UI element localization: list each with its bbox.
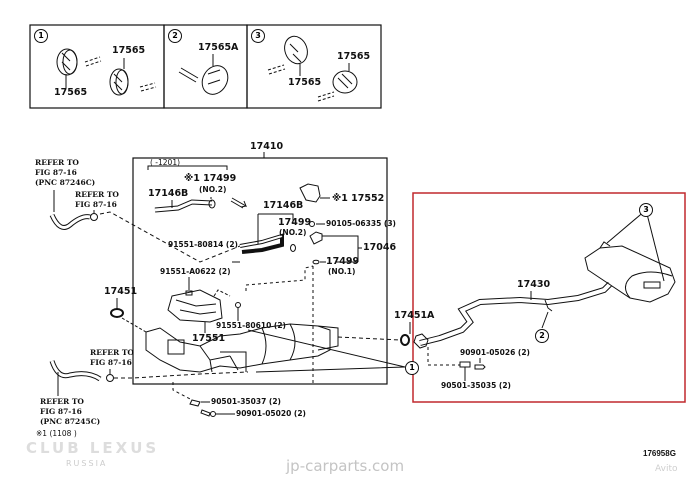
assembly-17410-frame (132, 157, 388, 385)
callout-3[interactable]: 3 (639, 203, 653, 217)
refer-note-line: (PNC 87246C) (35, 178, 96, 187)
part-label-17451[interactable]: 17451 (104, 286, 138, 297)
part-label-91551-80814[interactable]: 91551-80814 (2) (168, 240, 238, 249)
refer-note-line: FIG 87-16 (75, 200, 117, 209)
part-label-90901-05026[interactable]: 90901-05026 (2) (460, 348, 530, 357)
part-label-17146b[interactable]: 17146B (148, 188, 189, 199)
watermark-avito: Avito (655, 464, 678, 474)
heat-shield-icon (167, 289, 223, 323)
inset-panel-2-callout: 2 (168, 29, 182, 43)
refer-note-line: FIG 87-16 (35, 168, 77, 177)
part-note-no2: (NO.2) (199, 185, 227, 194)
refer-note-line: REFER TO (75, 190, 119, 199)
part-label-91551-a0622[interactable]: 91551-A0622 (2) (160, 267, 231, 276)
part-note-no1: (NO.1) (328, 267, 356, 276)
part-label-90501-35035[interactable]: 90501-35035 (2) (441, 381, 511, 390)
inset-panel-3-frame (246, 24, 382, 109)
hanger-icon (178, 54, 229, 95)
inset-panel-1-frame (29, 24, 165, 109)
part-label-17499-no1[interactable]: 17499 (326, 256, 360, 267)
part-label-91551-80610[interactable]: 91551-80610 (2) (216, 321, 286, 330)
part-label-17565a[interactable]: 17565A (198, 42, 239, 53)
part-label-90105-06335[interactable]: 90105-06335 (3) (326, 219, 396, 228)
part-label-90501-35037[interactable]: 90501-35037 (2) (211, 397, 281, 406)
part-label-17565[interactable]: 17565 (112, 45, 146, 56)
part-label-17430[interactable]: 17430 (517, 279, 551, 290)
refer-note-line: REFER TO (35, 158, 79, 167)
hanger-icon (267, 35, 308, 76)
part-label-17146b[interactable]: 17146B (263, 200, 304, 211)
part-label-17499-no2[interactable]: ※1 17499 (184, 173, 237, 184)
part-label-90901-05020[interactable]: 90901-05020 (2) (236, 409, 306, 418)
part-label-17565[interactable]: 17565 (288, 77, 322, 88)
refer-note-line: REFER TO (90, 348, 134, 357)
inset-panel-3-callout: 3 (251, 29, 265, 43)
figure-code: 176958G (643, 449, 676, 458)
hanger-icon (317, 63, 358, 102)
date-range-label: ( -1201) (150, 158, 181, 167)
callout-1[interactable]: 1 (405, 361, 419, 375)
part-note-no2: (NO.2) (279, 228, 307, 237)
highlight-frame-17430 (412, 192, 686, 403)
refer-note-fig-87-16[interactable]: REFER TO FIG 87-16 (75, 190, 119, 210)
refer-note-line: FIG 87-16 (40, 407, 82, 416)
part-label-17451a[interactable]: 17451A (394, 310, 435, 321)
part-label-17551[interactable]: 17551 (192, 333, 226, 344)
callout-2[interactable]: 2 (535, 329, 549, 343)
part-label-17499-no2[interactable]: 17499 (278, 217, 312, 228)
refer-note-line: (PNC 87245C) (40, 417, 101, 426)
part-label-17565[interactable]: 17565 (337, 51, 371, 62)
assembly-label-17410[interactable]: 17410 (250, 141, 284, 152)
refer-note-pnc-87246c[interactable]: REFER TO FIG 87-16 (PNC 87246C) (35, 158, 95, 188)
refer-note-fig-87-16[interactable]: REFER TO FIG 87-16 (90, 348, 134, 368)
hanger-icon (109, 58, 157, 96)
watermark-site: jp-carparts.com (286, 457, 405, 475)
part-label-17565[interactable]: 17565 (54, 87, 88, 98)
inset-panel-1-callout: 1 (34, 29, 48, 43)
muffler-icon (584, 245, 676, 303)
part-label-17552[interactable]: ※1 17552 (332, 193, 385, 204)
hanger-icon (56, 48, 102, 88)
catalytic-converter-icon (145, 323, 331, 373)
refer-note-line: REFER TO (40, 397, 84, 406)
watermark-club-lexus: CLUB LEXUS (26, 439, 160, 457)
footnote: ※1 (1108 ) (36, 429, 77, 438)
part-label-17046[interactable]: 17046 (363, 242, 397, 253)
refer-note-pnc-87245c[interactable]: REFER TO FIG 87-16 (PNC 87245C) (40, 397, 100, 427)
refer-note-line: FIG 87-16 (90, 358, 132, 367)
watermark-russia: RUSSIA (66, 459, 108, 468)
